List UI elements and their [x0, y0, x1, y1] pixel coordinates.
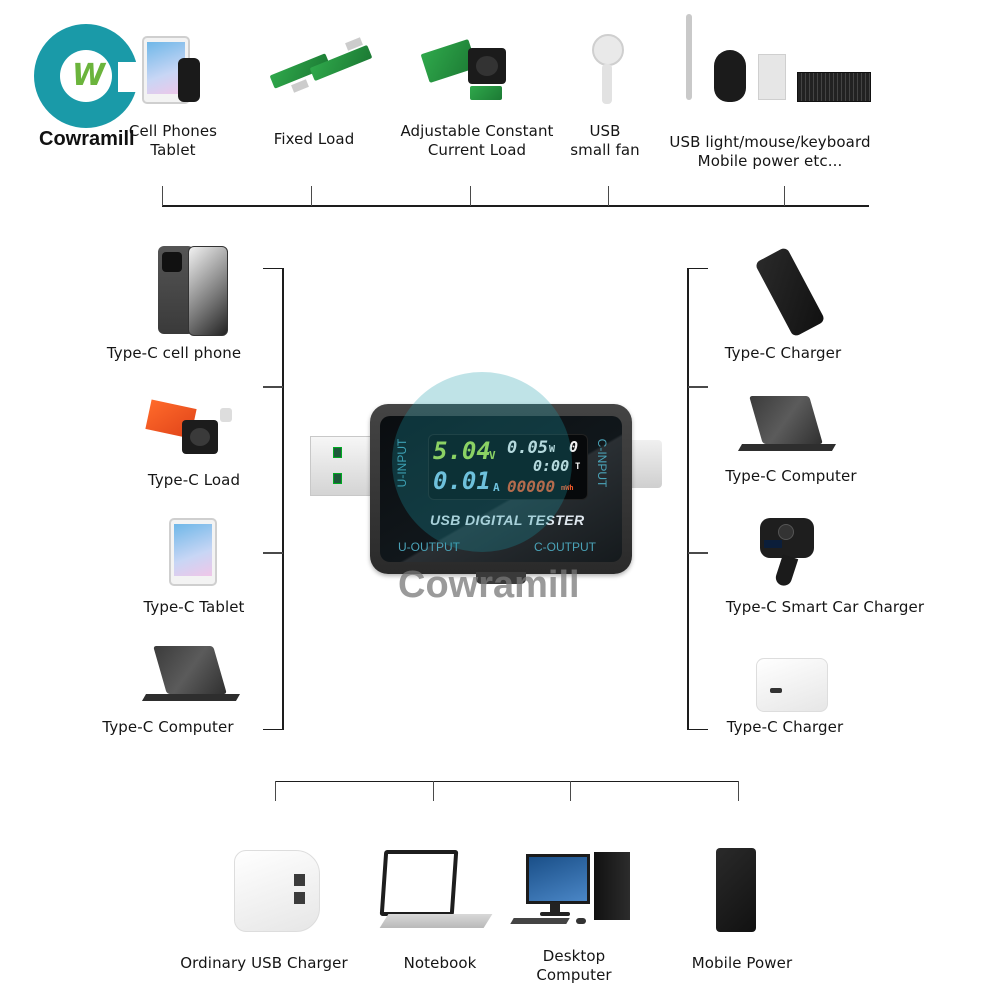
usb-fan-icon	[590, 34, 626, 106]
port-label-c-input: C-INPUT	[595, 438, 609, 488]
top-item-label-line2: Tablet	[150, 141, 196, 159]
voltage-unit: V	[489, 449, 496, 462]
lcd-display: 5.04 V 0.05 W 0 0:00 T 0.01 A 00000 mWh	[428, 434, 588, 500]
watermark-text: Cowramill	[398, 564, 580, 606]
right-item-label: Type-C Charger	[726, 718, 844, 736]
adjustable-load-icon	[420, 30, 524, 110]
current-unit: A	[493, 481, 500, 494]
port-label-u-output: U-OUTPUT	[398, 540, 460, 554]
usb-light-icon	[686, 14, 692, 100]
top-item-label-line2: Current Load	[427, 141, 527, 159]
usb-wall-charger-icon	[226, 848, 322, 932]
power-bank-small-icon	[758, 54, 786, 100]
power-reading: 0.05	[507, 438, 548, 458]
tester-face: U-INPUT C-INPUT 5.04 V 0.05 W 0 0:00 T 0…	[380, 416, 622, 562]
usb-peripherals-icon	[684, 14, 874, 106]
car-charger-icon	[756, 516, 818, 588]
time-unit: T	[575, 462, 581, 472]
current-reading: 0.01	[433, 467, 491, 495]
power-bank-icon	[754, 246, 826, 338]
top-item-label-line1: Cell Phones	[128, 122, 218, 140]
tablet-phone-icon	[142, 36, 202, 106]
left-item-label: Type-C Tablet	[143, 598, 245, 616]
right-item-label: Type-C Computer	[725, 467, 857, 485]
bottom-item-label-line2: Computer	[536, 966, 612, 984]
top-item-label-line1: USB light/mouse/keyboard	[669, 133, 871, 151]
laptop-icon	[737, 394, 838, 460]
tester-title: USB DIGITAL TESTER	[430, 512, 585, 528]
bottom-item-label: Ordinary USB Charger	[180, 954, 348, 972]
top-item-label-line2: small fan	[570, 141, 640, 159]
energy-unit: mWh	[561, 484, 574, 492]
left-item-label: Type-C cell phone	[106, 344, 242, 362]
top-item-label-line1: USB	[589, 122, 621, 140]
usb-c-plug-icon	[628, 440, 662, 488]
watermark-logo-icon	[392, 372, 572, 552]
fixed-load-board-icon	[269, 36, 374, 106]
bottom-item-label: Mobile Power	[691, 954, 793, 972]
logo-c-ring-icon: W	[34, 24, 138, 128]
top-item-label-line1: Adjustable Constant	[400, 122, 554, 140]
bottom-item-label: Notebook	[403, 954, 477, 972]
left-item-label: Type-C Computer	[102, 718, 234, 736]
smartphone-icon	[158, 246, 228, 336]
port-label-c-output: C-OUTPUT	[534, 540, 596, 554]
right-item-label: Type-C Charger	[724, 344, 842, 362]
top-item-label-line1: Fixed Load	[273, 130, 355, 148]
group-reading: 0	[569, 438, 579, 456]
top-item-label-line2: Mobile power etc...	[697, 152, 843, 170]
time-reading: 0:00	[533, 457, 570, 475]
tablet-icon	[169, 518, 217, 586]
logo-w-glyph: W	[72, 58, 106, 93]
power-unit: W	[549, 444, 556, 455]
right-item-label: Type-C Smart Car Charger	[725, 598, 925, 616]
wall-charger-icon	[754, 652, 830, 714]
laptop-icon	[141, 644, 242, 710]
mouse-icon	[714, 50, 746, 102]
tester-button	[476, 572, 526, 584]
usb-a-plug-icon	[310, 436, 378, 496]
notebook-icon	[378, 846, 493, 930]
voltage-reading: 5.04	[433, 437, 491, 465]
keyboard-icon	[797, 72, 871, 102]
typec-load-board-icon	[142, 398, 242, 462]
tester-body: U-INPUT C-INPUT 5.04 V 0.05 W 0 0:00 T 0…	[370, 404, 632, 574]
desktop-computer-icon	[510, 850, 634, 934]
bottom-item-label-line1: Desktop	[542, 947, 606, 965]
left-item-label: Type-C Load	[147, 471, 241, 489]
logo-brand-name: Cowramill	[39, 128, 135, 150]
mobile-power-icon	[716, 848, 756, 932]
energy-reading: 00000	[507, 477, 556, 496]
